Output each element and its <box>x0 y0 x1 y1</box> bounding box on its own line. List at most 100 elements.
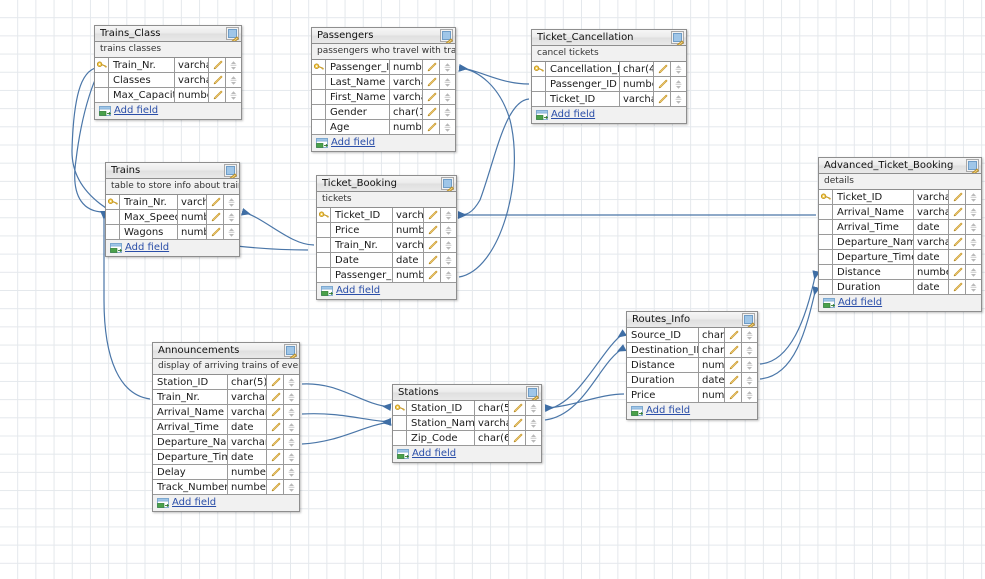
add-field-row[interactable]: Add field <box>312 135 455 151</box>
updown-spinner-icon[interactable] <box>444 122 451 133</box>
updown-spinner-icon[interactable] <box>970 222 977 233</box>
reorder-field-cell[interactable] <box>742 373 757 387</box>
table-header-routes_info[interactable]: Routes_Info <box>627 312 757 328</box>
edit-field-cell[interactable] <box>654 77 671 91</box>
edit-icon[interactable] <box>966 159 979 172</box>
entity-table-stations[interactable]: StationsStation_IDchar(5)Station_Namevar… <box>392 384 542 463</box>
field-row[interactable]: Train_Nr.varchar2(5) <box>95 58 241 73</box>
updown-spinner-icon[interactable] <box>288 422 295 433</box>
edit-field-cell[interactable] <box>949 250 966 264</box>
relationship-link[interactable] <box>759 286 821 380</box>
edit-field-cell[interactable] <box>424 223 441 237</box>
pencil-icon[interactable] <box>270 377 281 388</box>
pencil-icon[interactable] <box>270 467 281 478</box>
reorder-field-cell[interactable] <box>966 220 981 234</box>
edit-field-cell[interactable] <box>423 105 440 119</box>
reorder-field-cell[interactable] <box>441 223 456 237</box>
field-row[interactable]: First_Namevarchar2(20) <box>312 90 455 105</box>
pencil-icon[interactable] <box>952 192 963 203</box>
edit-field-cell[interactable] <box>423 90 440 104</box>
table-header-ticket_booking[interactable]: Ticket_Booking <box>317 176 456 192</box>
edit-field-cell[interactable] <box>424 253 441 267</box>
relationship-link[interactable] <box>544 393 625 412</box>
updown-spinner-icon[interactable] <box>288 482 295 493</box>
entity-table-ticket_booking[interactable]: Ticket_BookingticketsTicket_IDvarchar2(8… <box>316 175 457 300</box>
updown-spinner-icon[interactable] <box>530 433 537 444</box>
pencil-icon[interactable] <box>728 345 739 356</box>
reorder-field-cell[interactable] <box>226 58 241 72</box>
updown-spinner-icon[interactable] <box>746 360 753 371</box>
updown-spinner-icon[interactable] <box>970 207 977 218</box>
pencil-icon[interactable] <box>657 94 668 105</box>
edit-field-cell[interactable] <box>725 328 742 342</box>
updown-spinner-icon[interactable] <box>746 390 753 401</box>
reorder-field-cell[interactable] <box>742 343 757 357</box>
edit-field-cell[interactable] <box>725 343 742 357</box>
updown-spinner-icon[interactable] <box>228 197 235 208</box>
pencil-icon[interactable] <box>952 207 963 218</box>
reorder-field-cell[interactable] <box>966 250 981 264</box>
updown-spinner-icon[interactable] <box>444 62 451 73</box>
updown-spinner-icon[interactable] <box>445 210 452 221</box>
pencil-icon[interactable] <box>270 407 281 418</box>
pencil-icon[interactable] <box>426 107 437 118</box>
reorder-field-cell[interactable] <box>224 210 239 224</box>
edit-field-cell[interactable] <box>654 62 671 76</box>
pencil-icon[interactable] <box>512 418 523 429</box>
relationship-link[interactable] <box>241 207 315 246</box>
reorder-field-cell[interactable] <box>671 77 686 91</box>
edit-field-cell[interactable] <box>267 420 284 434</box>
reorder-field-cell[interactable] <box>671 92 686 106</box>
edit-field-cell[interactable] <box>509 431 526 445</box>
edit-icon[interactable] <box>671 31 684 44</box>
edit-field-cell[interactable] <box>949 280 966 294</box>
pencil-icon[interactable] <box>270 452 281 463</box>
field-row[interactable]: Train_Nr.varchar2(5) <box>317 238 456 253</box>
reorder-field-cell[interactable] <box>284 420 299 434</box>
edit-field-cell[interactable] <box>207 225 224 239</box>
field-row[interactable]: Train_Nr.varchar2(5) <box>153 390 299 405</box>
reorder-field-cell[interactable] <box>284 405 299 419</box>
edit-field-cell[interactable] <box>509 401 526 415</box>
pencil-icon[interactable] <box>952 282 963 293</box>
relationship-link[interactable] <box>544 329 628 411</box>
updown-spinner-icon[interactable] <box>228 227 235 238</box>
edit-icon[interactable] <box>284 344 297 357</box>
field-row[interactable]: Pricenumber(3) <box>627 388 757 403</box>
edit-field-cell[interactable] <box>267 435 284 449</box>
updown-spinner-icon[interactable] <box>444 107 451 118</box>
edit-field-cell[interactable] <box>423 60 440 74</box>
edit-icon[interactable] <box>742 313 755 326</box>
add-field-icon[interactable] <box>536 109 548 121</box>
field-row[interactable]: Distancenumber(4) <box>627 358 757 373</box>
field-row[interactable]: Wagonsnumber(2) <box>106 225 239 240</box>
reorder-field-cell[interactable] <box>440 120 455 134</box>
updown-spinner-icon[interactable] <box>288 437 295 448</box>
add-field-icon[interactable] <box>99 105 111 117</box>
updown-spinner-icon[interactable] <box>288 392 295 403</box>
updown-spinner-icon[interactable] <box>746 345 753 356</box>
add-field-row[interactable]: Add field <box>627 403 757 419</box>
field-row[interactable]: Ticket_IDvarchar2(8) <box>819 190 981 205</box>
pencil-icon[interactable] <box>657 79 668 90</box>
pencil-icon[interactable] <box>270 422 281 433</box>
pencil-icon[interactable] <box>427 240 438 251</box>
field-row[interactable]: Train_Nr.varchar2(5) <box>106 195 239 210</box>
edit-icon[interactable] <box>226 27 239 40</box>
edit-field-cell[interactable] <box>207 210 224 224</box>
reorder-field-cell[interactable] <box>966 265 981 279</box>
reorder-field-cell[interactable] <box>284 450 299 464</box>
add-field-link[interactable]: Add field <box>172 497 217 508</box>
reorder-field-cell[interactable] <box>440 75 455 89</box>
add-field-icon[interactable] <box>316 137 328 149</box>
add-field-row[interactable]: Add field <box>819 295 981 311</box>
updown-spinner-icon[interactable] <box>675 64 682 75</box>
reorder-field-cell[interactable] <box>441 253 456 267</box>
reorder-field-cell[interactable] <box>284 375 299 389</box>
reorder-field-cell[interactable] <box>224 225 239 239</box>
